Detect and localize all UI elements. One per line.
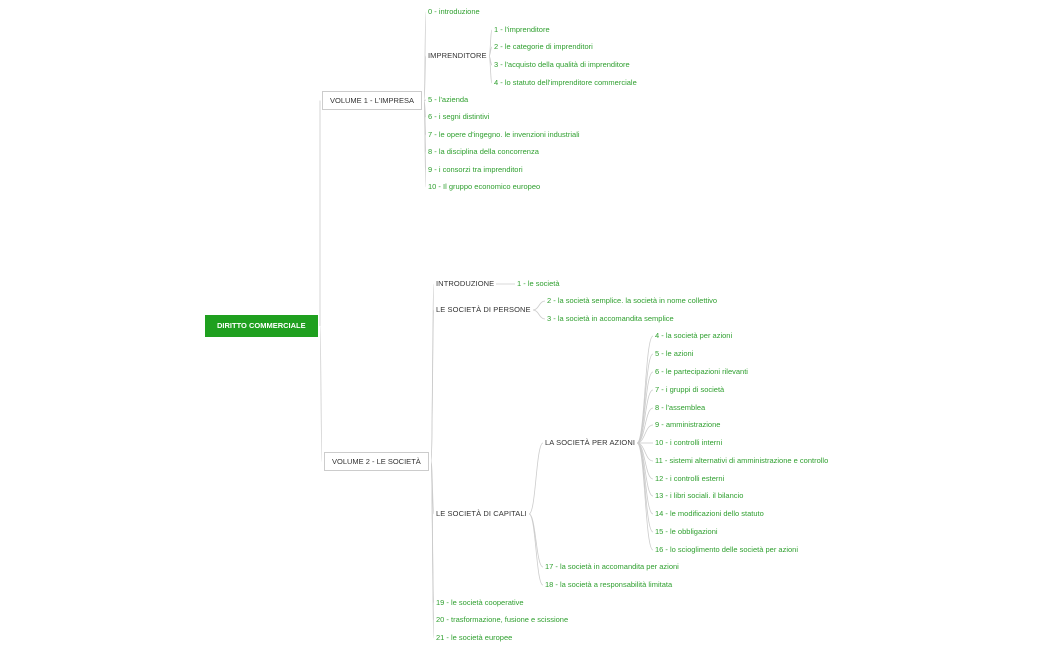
- chapter-node[interactable]: 14 - le modificazioni dello statuto: [655, 509, 764, 518]
- chapter-node[interactable]: 8 - la disciplina della concorrenza: [428, 147, 539, 156]
- chapter-node[interactable]: 4 - la società per azioni: [655, 331, 733, 340]
- connector-line: [528, 513, 544, 568]
- connector-line: [528, 513, 544, 586]
- chapter-node[interactable]: 16 - lo scioglimento delle società per a…: [655, 545, 798, 554]
- chapter-node[interactable]: 3 - la società in accomandita semplice: [547, 314, 674, 323]
- connector-line: [636, 442, 654, 533]
- chapter-node[interactable]: 1 - l'imprenditore: [494, 25, 550, 34]
- connector-line: [636, 389, 654, 444]
- chapter-node[interactable]: 5 - le azioni: [655, 349, 694, 358]
- chapter-node[interactable]: 2 - le categorie di imprenditori: [494, 42, 593, 51]
- connector-line: [423, 100, 427, 188]
- connector-line: [528, 442, 544, 515]
- chapter-node[interactable]: 5 - l'azienda: [428, 95, 469, 104]
- chapter-node[interactable]: 21 - le società europee: [436, 633, 513, 642]
- chapter-node[interactable]: 13 - i libri sociali. il bilancio: [655, 491, 744, 500]
- connector-line: [488, 55, 493, 84]
- connector-line: [430, 309, 435, 462]
- chapter-node[interactable]: 17 - la società in accomandita per azion…: [545, 562, 679, 571]
- chapter-node[interactable]: 10 - i controlli interni: [655, 438, 723, 447]
- chapter-node[interactable]: 7 - i gruppi di società: [655, 385, 725, 394]
- chapter-node[interactable]: 12 - i controlli esterni: [655, 474, 725, 483]
- societa-di-capitali-node[interactable]: LE SOCIETÀ DI CAPITALI: [436, 509, 527, 518]
- introduzione-node[interactable]: INTRODUZIONE: [436, 279, 495, 288]
- chapter-node[interactable]: 9 - amministrazione: [655, 420, 721, 429]
- chapter-node[interactable]: 8 - l'assemblea: [655, 403, 706, 412]
- chapter-node[interactable]: 20 - trasformazione, fusione e scissione: [436, 615, 569, 624]
- connector-line: [636, 371, 654, 444]
- chapter-node[interactable]: 15 - le obbligazioni: [655, 527, 718, 536]
- chapter-node[interactable]: 7 - le opere d'ingegno. le invenzioni in…: [428, 130, 580, 139]
- chapter-node[interactable]: 6 - i segni distintivi: [428, 112, 490, 121]
- connector-line: [319, 325, 323, 462]
- connector-line: [430, 461, 435, 639]
- volume-1-node[interactable]: VOLUME 1 - L'IMPRESA: [322, 91, 422, 110]
- chapter-node[interactable]: 4 - lo statuto dell'imprenditore commerc…: [494, 78, 637, 87]
- imprenditore-node[interactable]: IMPRENDITORE: [428, 51, 487, 60]
- societa-per-azioni-node[interactable]: LA SOCIETÀ PER AZIONI: [545, 438, 636, 447]
- volume-2-node[interactable]: VOLUME 2 - LE SOCIETÀ: [324, 452, 429, 471]
- chapter-node[interactable]: 2 - la società semplice. la società in n…: [547, 296, 718, 305]
- connector-line: [636, 442, 654, 551]
- chapter-node[interactable]: 0 - introduzione: [428, 7, 480, 16]
- chapter-node[interactable]: 9 - i consorzi tra imprenditori: [428, 165, 523, 174]
- connector-line: [636, 442, 654, 515]
- societa-di-persone-node[interactable]: LE SOCIETÀ DI PERSONE: [436, 305, 531, 314]
- connector-line: [532, 300, 546, 311]
- connector-line: [636, 424, 654, 444]
- chapter-node[interactable]: 1 - le società: [517, 279, 560, 288]
- connector-line: [532, 309, 546, 320]
- root-node[interactable]: DIRITTO COMMERCIALE: [205, 315, 318, 337]
- connector-line: [636, 353, 654, 444]
- chapter-node[interactable]: 3 - l'acquisto della qualità di imprendi…: [494, 60, 630, 69]
- chapter-node[interactable]: 6 - le partecipazioni rilevanti: [655, 367, 748, 376]
- chapter-node[interactable]: 19 - le società cooperative: [436, 598, 524, 607]
- chapter-node[interactable]: 10 - Il gruppo economico europeo: [428, 182, 541, 191]
- connector-line: [423, 55, 427, 101]
- chapter-node[interactable]: 18 - la società a responsabilità limitat…: [545, 580, 673, 589]
- connector-line: [636, 407, 654, 444]
- chapter-node[interactable]: 11 - sistemi alternativi di amministrazi…: [655, 456, 829, 465]
